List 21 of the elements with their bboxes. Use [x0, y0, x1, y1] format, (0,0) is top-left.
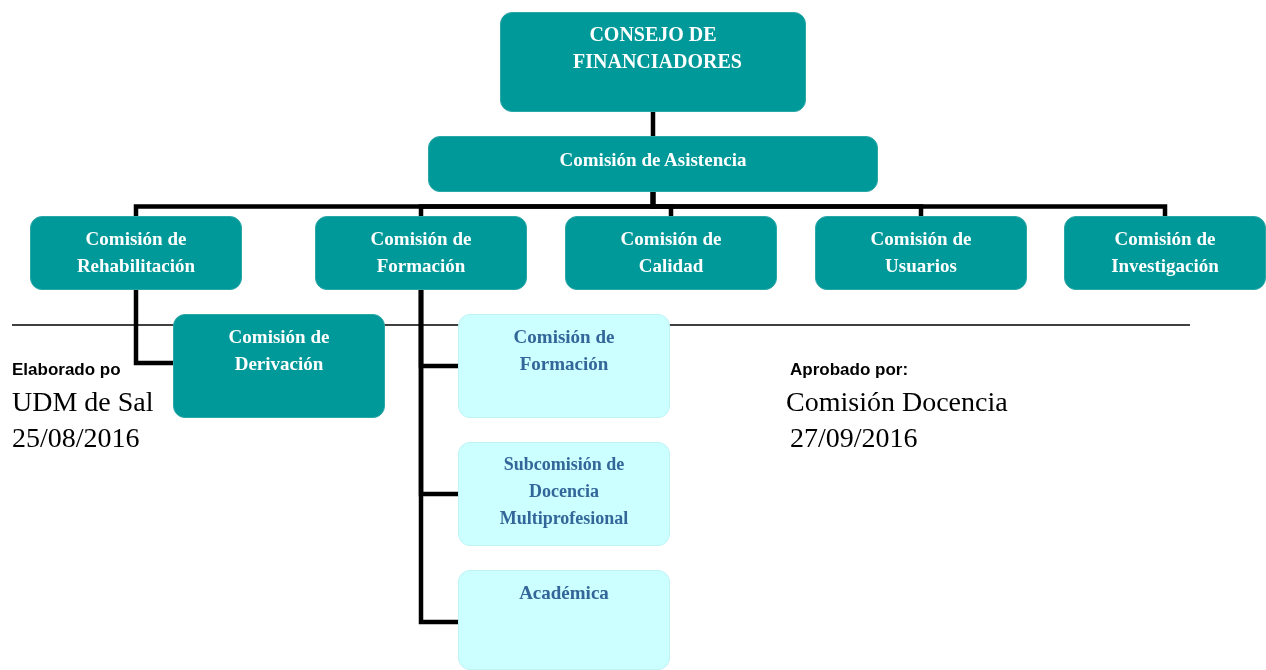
connector-line: [418, 290, 458, 625]
subcommittee-box: Subcomisión de Docencia Multiprofesional: [458, 442, 670, 546]
connector-line: [133, 290, 173, 366]
connector-line: [650, 112, 656, 136]
subcommittee-box: Académica: [458, 570, 670, 670]
date-text: 27/09/2016: [790, 422, 918, 454]
subcommittee-box: Comisión de Formación: [458, 314, 670, 418]
connector-line: [650, 192, 1168, 216]
committee-box: Comisión de Usuarios: [815, 216, 1027, 290]
author-text: UDM de Sal: [12, 386, 154, 418]
committee-box: Comisión de Calidad: [565, 216, 777, 290]
committee-box: Comisión de Asistencia: [428, 136, 878, 192]
heading-label: Elaborado po: [12, 360, 121, 380]
committee-box: Comisión de Derivación: [173, 314, 385, 418]
committee-box: Comisión de Formación: [315, 216, 527, 290]
author-text: Comisión Docencia: [786, 386, 1008, 418]
committee-box: Comisión de Rehabilitación: [30, 216, 242, 290]
heading-label: Aprobado por:: [790, 360, 909, 380]
committee-box: CONSEJO DE FINANCIADORES: [500, 12, 806, 112]
date-text: 25/08/2016: [12, 422, 140, 454]
committee-box: Comisión de Investigación: [1064, 216, 1266, 290]
